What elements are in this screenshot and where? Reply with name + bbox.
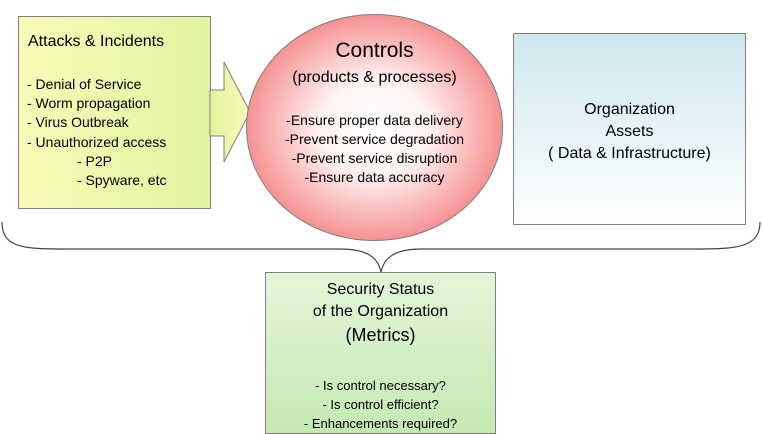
security-status-box: Security Status of the Organization (Met… [265, 272, 496, 434]
attack-item: - Worm propagation [27, 95, 151, 112]
attack-item: - Unauthorized access [27, 133, 167, 150]
status-question: - Is control efficient? [322, 397, 439, 412]
controls-title: Controls [335, 39, 414, 62]
controls-ellipse: Controls (products & processes) -Ensure … [246, 14, 503, 241]
status-line2: of the Organization [312, 303, 449, 320]
attack-subitem: - Spyware, etc [77, 172, 167, 189]
assets-line2: Assets [605, 123, 654, 140]
control-item: -Ensure proper data delivery [286, 112, 463, 128]
attack-subitem: - P2P [77, 152, 113, 169]
status-questions-list: - Is control necessary? - Is control eff… [266, 376, 495, 433]
organization-assets-box: Organization Assets ( Data & Infrastruct… [513, 33, 746, 225]
assets-line3: ( Data & Infrastructure) [548, 145, 711, 162]
attack-item: - Virus Outbreak [27, 114, 129, 131]
attacks-title: Attacks & Incidents [28, 33, 165, 50]
control-item: -Ensure data accuracy [304, 169, 445, 185]
status-question: - Enhancements required? [303, 416, 458, 431]
status-line1: Security Status [326, 281, 435, 298]
controls-list: -Ensure proper data delivery -Prevent se… [247, 111, 502, 187]
status-question: - Is control necessary? [315, 378, 446, 393]
controls-subtitle: (products & processes) [292, 69, 457, 86]
status-metrics-label: (Metrics) [345, 325, 416, 345]
attacks-list: - Denial of Service - Worm propagation -… [27, 75, 166, 190]
assets-line1: Organization [584, 101, 675, 118]
arrow-shape [209, 61, 251, 163]
brace-path [1, 221, 761, 273]
control-item: -Prevent service degradation [285, 131, 464, 147]
attack-item: - Denial of Service [27, 76, 142, 92]
attacks-incidents-box: Attacks & Incidents - Denial of Service … [18, 16, 211, 209]
control-item: -Prevent service disruption [291, 150, 458, 166]
